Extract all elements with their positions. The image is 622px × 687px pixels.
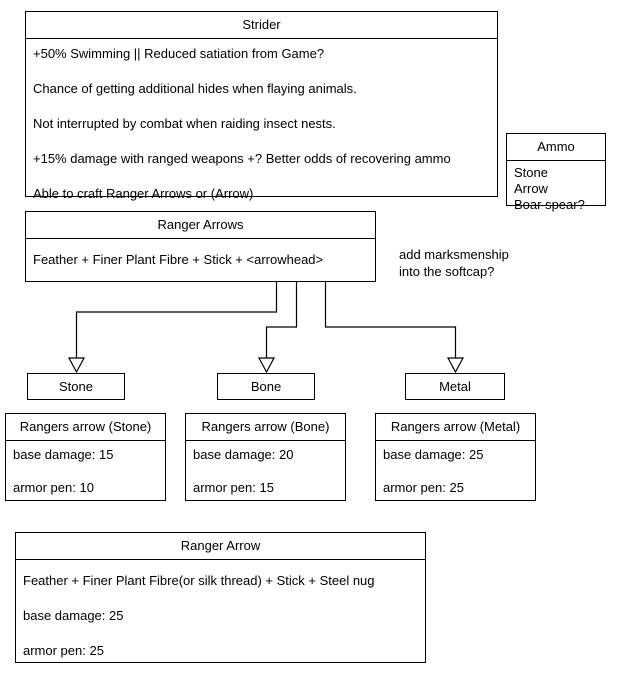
node-rangers-arrow-stone[interactable]: Rangers arrow (Stone) base damage: 15 ar… bbox=[5, 413, 166, 501]
rangers-arrow-stone-title: Rangers arrow (Stone) bbox=[6, 414, 165, 441]
arrowhead-metal-label: Metal bbox=[439, 379, 471, 394]
strider-line-2: Chance of getting additional hides when … bbox=[33, 81, 357, 96]
arrowhead-metal bbox=[446, 357, 465, 374]
ranger-arrows-title: Ranger Arrows bbox=[26, 212, 375, 239]
strider-body: +50% Swimming || Reduced satiation from … bbox=[26, 39, 497, 228]
strider-line-3: Not interrupted by combat when raiding i… bbox=[33, 116, 336, 131]
rangers-arrow-bone-base-damage: base damage: 20 bbox=[193, 447, 294, 462]
rangers-arrow-metal-base-damage: base damage: 25 bbox=[383, 447, 484, 462]
node-ammo[interactable]: Ammo Stone Arrow Boar spear? bbox=[506, 133, 606, 211]
arrowhead-bone bbox=[257, 357, 276, 374]
strider-line-5: Able to craft Ranger Arrows or (Arrow) bbox=[33, 186, 254, 201]
rangers-arrow-bone-title: Rangers arrow (Bone) bbox=[186, 414, 345, 441]
arrowhead-stone bbox=[67, 357, 86, 374]
strider-line-4: +15% damage with ranged weapons +? Bette… bbox=[33, 151, 451, 166]
node-rangers-arrow-bone[interactable]: Rangers arrow (Bone) base damage: 20 arm… bbox=[185, 413, 346, 501]
ranger-arrows-body: Feather + Finer Plant Fibre + Stick + <a… bbox=[26, 239, 375, 272]
arrowhead-stone-label: Stone bbox=[59, 379, 93, 394]
strider-line-1: +50% Swimming || Reduced satiation from … bbox=[33, 46, 325, 61]
rangers-arrow-bone-armor-pen: armor pen: 15 bbox=[193, 480, 274, 495]
rangers-arrow-metal-body: base damage: 25 armor pen: 25 bbox=[376, 441, 535, 520]
node-ranger-arrows[interactable]: Ranger Arrows Feather + Finer Plant Fibr… bbox=[25, 211, 376, 282]
rangers-arrow-bone-body: base damage: 20 armor pen: 15 bbox=[186, 441, 345, 520]
ranger-arrow-final-base-damage: base damage: 25 bbox=[23, 608, 124, 623]
ranger-arrow-final-body: Feather + Finer Plant Fibre(or silk thre… bbox=[16, 560, 425, 685]
ammo-body: Stone Arrow Boar spear? bbox=[507, 161, 605, 220]
rangers-arrow-metal-armor-pen: armor pen: 25 bbox=[383, 480, 464, 495]
node-arrowhead-stone[interactable]: Stone bbox=[27, 373, 125, 400]
node-rangers-arrow-metal[interactable]: Rangers arrow (Metal) base damage: 25 ar… bbox=[375, 413, 536, 501]
rangers-arrow-stone-base-damage: base damage: 15 bbox=[13, 447, 114, 462]
node-ranger-arrow-final[interactable]: Ranger Arrow Feather + Finer Plant Fibre… bbox=[15, 532, 426, 663]
ammo-item-boar-spear: Boar spear? bbox=[514, 197, 585, 212]
node-strider[interactable]: Strider +50% Swimming || Reduced satiati… bbox=[25, 11, 498, 200]
ranger-arrows-recipe: Feather + Finer Plant Fibre + Stick + <a… bbox=[33, 252, 324, 267]
ammo-item-arrow: Arrow bbox=[514, 181, 548, 196]
ranger-arrow-final-title: Ranger Arrow bbox=[16, 533, 425, 560]
note-marksmenship: add marksmenship into the softcap? bbox=[399, 247, 509, 279]
node-arrowhead-metal[interactable]: Metal bbox=[405, 373, 505, 400]
ammo-item-stone: Stone bbox=[514, 165, 548, 180]
ranger-arrow-final-armor-pen: armor pen: 25 bbox=[23, 643, 104, 658]
strider-title: Strider bbox=[26, 12, 497, 39]
rangers-arrow-metal-title: Rangers arrow (Metal) bbox=[376, 414, 535, 441]
rangers-arrow-stone-armor-pen: armor pen: 10 bbox=[13, 480, 94, 495]
arrowhead-bone-label: Bone bbox=[250, 379, 282, 394]
node-arrowhead-bone[interactable]: Bone bbox=[217, 373, 315, 400]
rangers-arrow-stone-body: base damage: 15 armor pen: 10 bbox=[6, 441, 165, 520]
ammo-title: Ammo bbox=[507, 134, 605, 161]
ranger-arrow-final-recipe: Feather + Finer Plant Fibre(or silk thre… bbox=[23, 573, 375, 588]
